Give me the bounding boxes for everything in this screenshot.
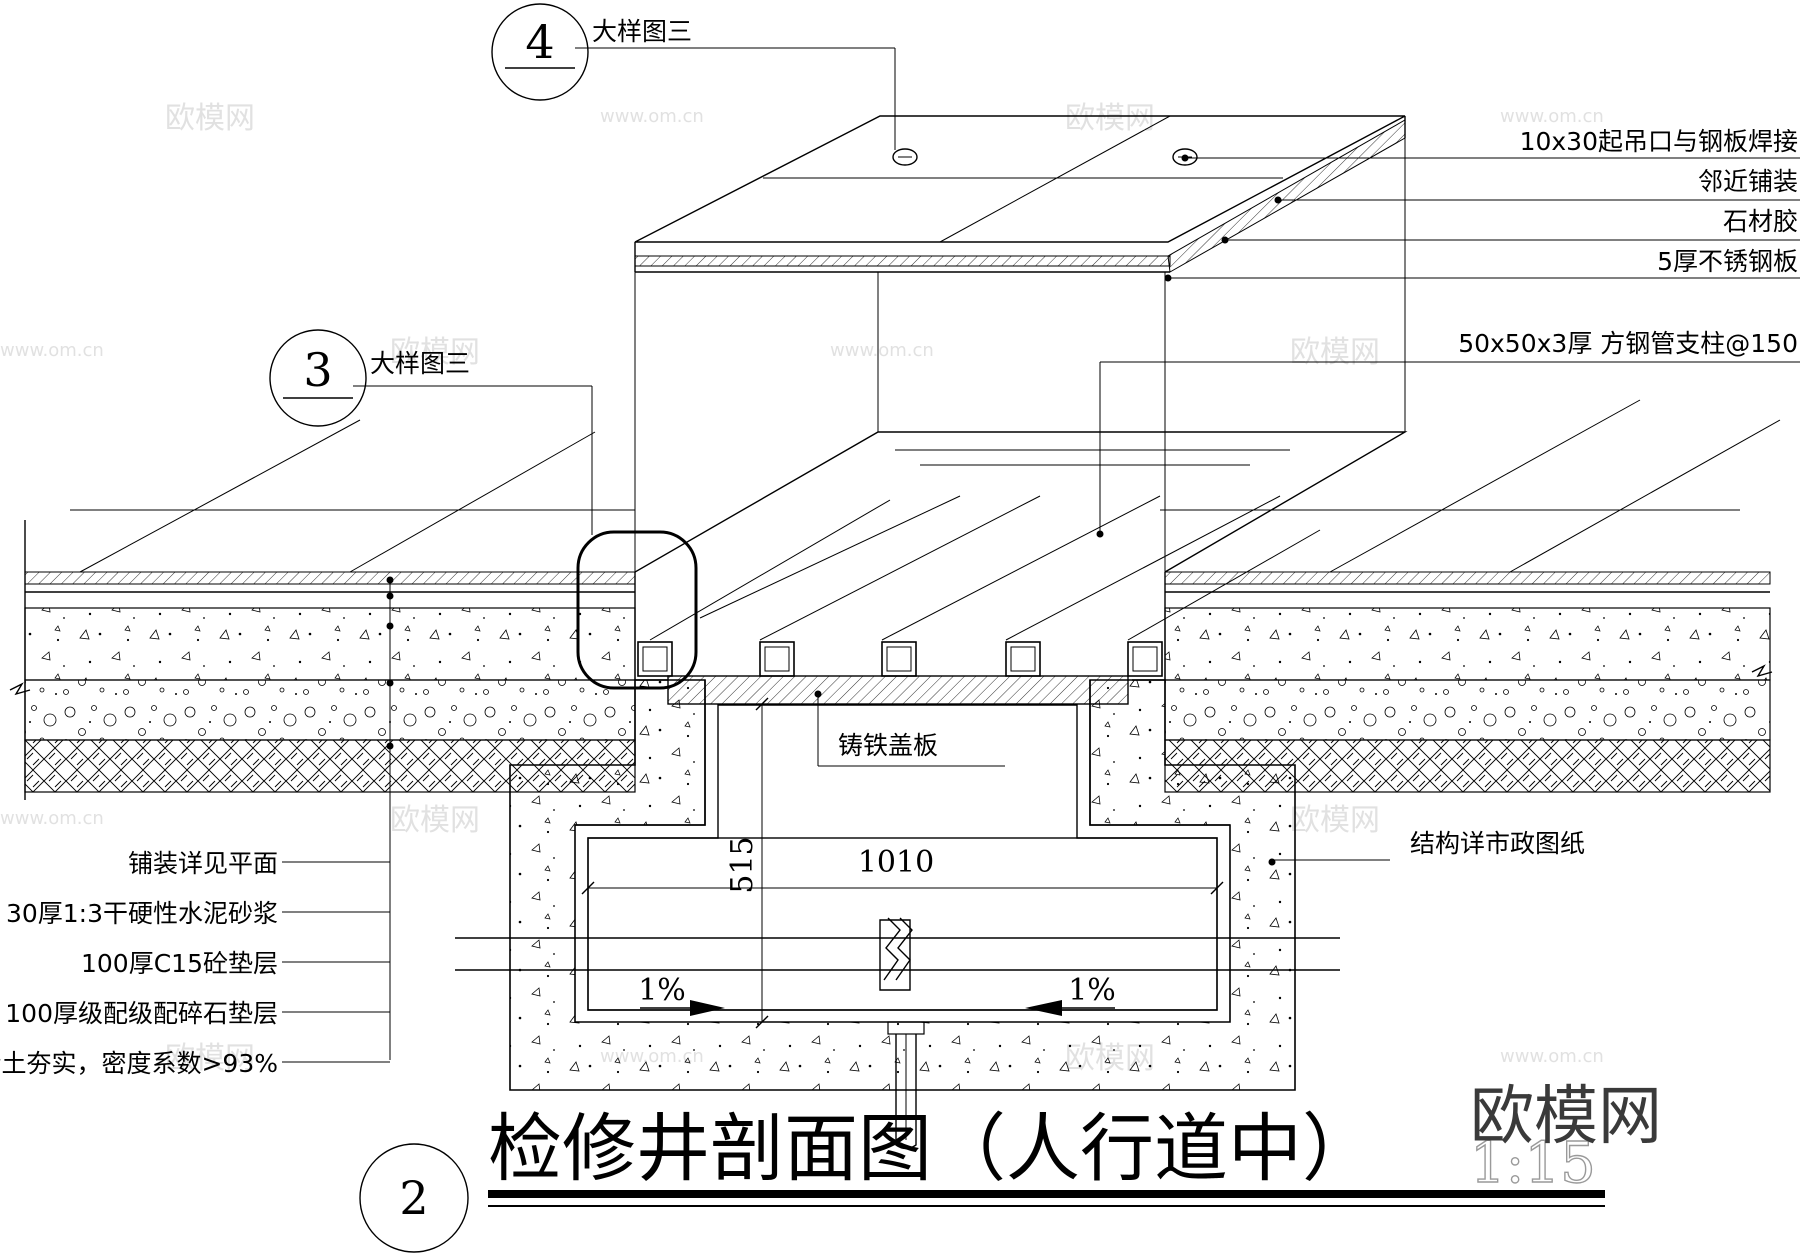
watermark-brand: 欧模网 (165, 101, 255, 136)
layer-label: 30厚1:3干硬性水泥砂浆 (6, 899, 278, 928)
callout-square-tube: 50x50x3厚 方钢管支柱@150 (1458, 329, 1798, 358)
watermark-site: www.om.cn (1500, 106, 1604, 127)
detail-callout-4: 4 大样图三 (491, 3, 896, 150)
watermark-site: www.om.cn (830, 340, 934, 361)
watermark-brand-large: 欧模网 (1470, 1080, 1662, 1154)
watermark-brand: 欧模网 (1290, 803, 1380, 838)
watermark-site: www.om.cn (1500, 1046, 1604, 1067)
ground-layers-right (1160, 509, 1773, 793)
well-structure (455, 679, 1340, 1150)
layer-label: 素土夯实，密度系数>93% (0, 1049, 278, 1078)
callout-stone-adhesive: 石材胶 (1723, 207, 1798, 236)
detail-highlight (576, 530, 698, 690)
cover-label: 铸铁盖板 (838, 731, 938, 760)
right-leaders (814, 154, 1800, 866)
paving-perspective-lines (79, 399, 1781, 573)
watermark-site: www.om.cn (0, 340, 104, 361)
dimensions: 1010 515 (581, 697, 1224, 1029)
left-leaders (282, 576, 394, 1063)
watermark-site: www.om.cn (600, 106, 704, 127)
slope-label: 1% (1068, 973, 1116, 1008)
watermark-site: www.om.cn (0, 808, 104, 829)
dimension-width: 1010 (858, 845, 934, 880)
detail-number: 4 (525, 15, 554, 69)
drawing-title: 检修井剖面图（人行道中） (488, 1106, 1376, 1192)
detail-number: 3 (303, 343, 332, 397)
right-callouts: 10x30起吊口与钢板焊接 邻近铺装 石材胶 5厚不锈钢板 50x50x3厚 方… (838, 127, 1798, 858)
watermark-brand: 欧模网 (1290, 335, 1380, 370)
watermark-brand: 欧模网 (165, 1041, 255, 1076)
layer-label: 100厚级配级配碎石垫层 (5, 999, 278, 1028)
ground-layers-left (9, 509, 636, 800)
slope-label: 1% (638, 973, 686, 1008)
layer-label: 100厚C15砼垫层 (81, 949, 278, 978)
layer-label: 铺装详见平面 (128, 849, 278, 878)
callout-adjacent-paving: 邻近铺装 (1698, 167, 1798, 196)
callout-lifting-slot: 10x30起吊口与钢板焊接 (1520, 127, 1798, 156)
dimension-depth: 515 (725, 836, 760, 893)
watermark-brand: 欧模网 (390, 803, 480, 838)
watermark-brand: 欧模网 (1065, 101, 1155, 136)
title-block: 2 检修井剖面图（人行道中） 1:15 欧模网 (359, 1080, 1662, 1253)
detail-label: 大样图三 (370, 349, 470, 378)
left-layer-labels: 铺装详见平面 30厚1:3干硬性水泥砂浆 100厚C15砼垫层 100厚级配级配… (0, 849, 278, 1078)
detail-label: 大样图三 (592, 17, 692, 46)
section-number: 2 (399, 1171, 428, 1225)
drawing-scale: 1:15 (1470, 1131, 1596, 1196)
watermark-brand: 欧模网 (390, 335, 480, 370)
callout-steel-plate: 5厚不锈钢板 (1657, 247, 1798, 276)
structure-label: 结构详市政图纸 (1410, 829, 1585, 858)
slope-markers: 1% 1% (638, 973, 1116, 1016)
detail-callout-3: 3 大样图三 (269, 329, 593, 535)
